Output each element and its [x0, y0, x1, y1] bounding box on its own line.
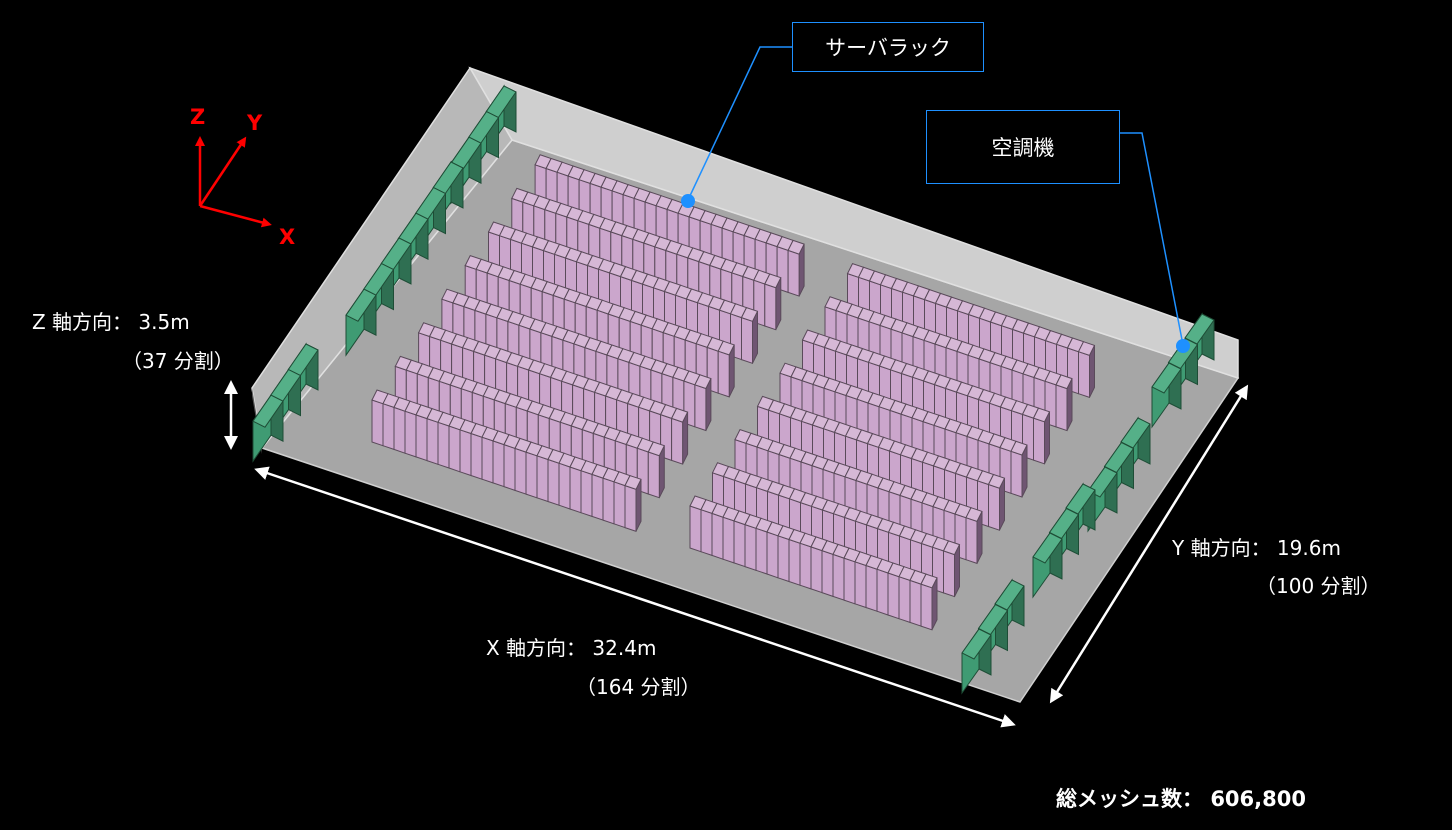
- server-rack: [1010, 440, 1028, 498]
- server-rack-callout: サーバラック: [792, 22, 984, 72]
- ac-unit: [252, 393, 284, 463]
- server-rack: [717, 340, 735, 398]
- axis-indicator: Z Y X: [190, 105, 295, 249]
- dimension-arrows: [224, 380, 1249, 728]
- ac-unit: [345, 287, 377, 357]
- x-axis-arrow: [199, 204, 272, 228]
- air-conditioner-callout: 空調機: [926, 110, 1120, 184]
- server-rack: [740, 306, 759, 364]
- server-rack: [694, 374, 712, 432]
- server-rack: [624, 474, 642, 532]
- callout-leaders: [681, 46, 1190, 353]
- x-axis-divisions-label: （164 分割）: [576, 675, 701, 699]
- server-rack: [670, 407, 689, 465]
- server-rack: [920, 573, 938, 631]
- x-axis-dimension-label: X 軸方向： 32.4m: [486, 636, 657, 660]
- server-rack: [987, 473, 1006, 531]
- z-axis-dimension-label: Z 軸方向： 3.5m: [32, 310, 190, 334]
- z-axis-label: Z: [190, 105, 205, 129]
- ac-leader-dot: [1176, 339, 1190, 353]
- total-mesh-label: 総メッシュ数：: [1056, 787, 1203, 811]
- ac-leader-line: [1120, 132, 1184, 346]
- z-axis-divisions-label: （37 分割）: [122, 349, 234, 373]
- server-rack: [965, 507, 983, 565]
- server-rack: [647, 441, 666, 499]
- total-mesh-value: 606,800: [1210, 787, 1306, 811]
- server-rack: [942, 540, 961, 598]
- rack-leader-dot: [681, 194, 695, 208]
- y-axis-label: Y: [246, 111, 263, 135]
- server-rack: [1077, 341, 1096, 399]
- server-rack: [764, 273, 782, 331]
- server-rack: [1032, 407, 1051, 465]
- server-rack: [787, 239, 805, 297]
- server-rack: [1055, 374, 1073, 432]
- y-axis-dimension-label: Y 軸方向： 19.6m: [1172, 536, 1341, 560]
- total-mesh-count: 総メッシュ数： 606,800: [1056, 783, 1306, 813]
- x-axis-label: X: [279, 225, 295, 249]
- y-axis-arrow: [198, 136, 247, 207]
- y-dimension-arrow: [1049, 384, 1249, 704]
- rack-leader-line: [687, 46, 792, 201]
- x-dimension-arrow: [254, 466, 1016, 728]
- y-axis-divisions-label: （100 分割）: [1256, 574, 1381, 598]
